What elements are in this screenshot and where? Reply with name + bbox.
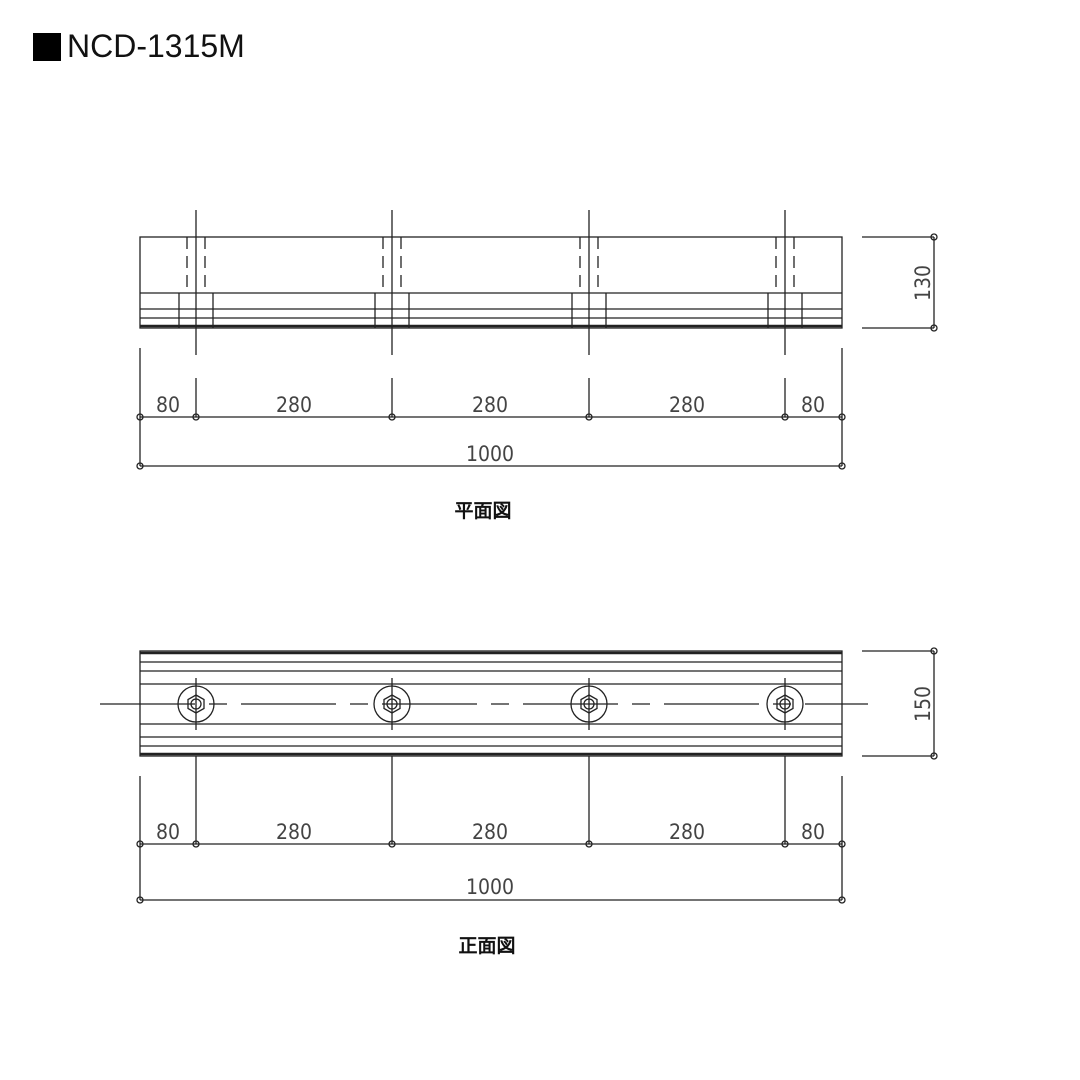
front-dim-1: 280	[276, 820, 312, 844]
model-number: NCD-1315M	[67, 28, 245, 64]
plan-height-dimension	[862, 233, 938, 332]
front-dim-0: 80	[156, 820, 180, 844]
title-square-icon	[33, 32, 61, 61]
front-dim-3: 280	[669, 820, 705, 844]
plan-dim-2: 280	[472, 393, 508, 417]
plan-view-body	[139, 236, 843, 329]
plan-view-bolts	[178, 210, 803, 355]
front-view-body	[100, 650, 868, 757]
plan-height-dim: 130	[911, 265, 935, 301]
plan-view-caption: 平面図	[454, 500, 511, 522]
front-total-dim: 1000	[466, 875, 514, 899]
front-view-caption: 正面図	[458, 935, 515, 957]
plan-spacing-dimensions	[136, 348, 846, 470]
drawing-title: NCD-1315M	[33, 28, 245, 65]
plan-total-dim: 1000	[466, 442, 514, 466]
plan-dim-3: 280	[669, 393, 705, 417]
front-height-dim: 150	[911, 686, 935, 722]
plan-dim-4: 80	[801, 393, 825, 417]
front-dim-4: 80	[801, 820, 825, 844]
front-spacing-dimensions	[136, 756, 846, 904]
plan-dim-0: 80	[156, 393, 180, 417]
plan-dim-1: 280	[276, 393, 312, 417]
front-dim-2: 280	[472, 820, 508, 844]
front-height-dimension	[862, 647, 938, 760]
front-view-bolts	[177, 678, 804, 730]
